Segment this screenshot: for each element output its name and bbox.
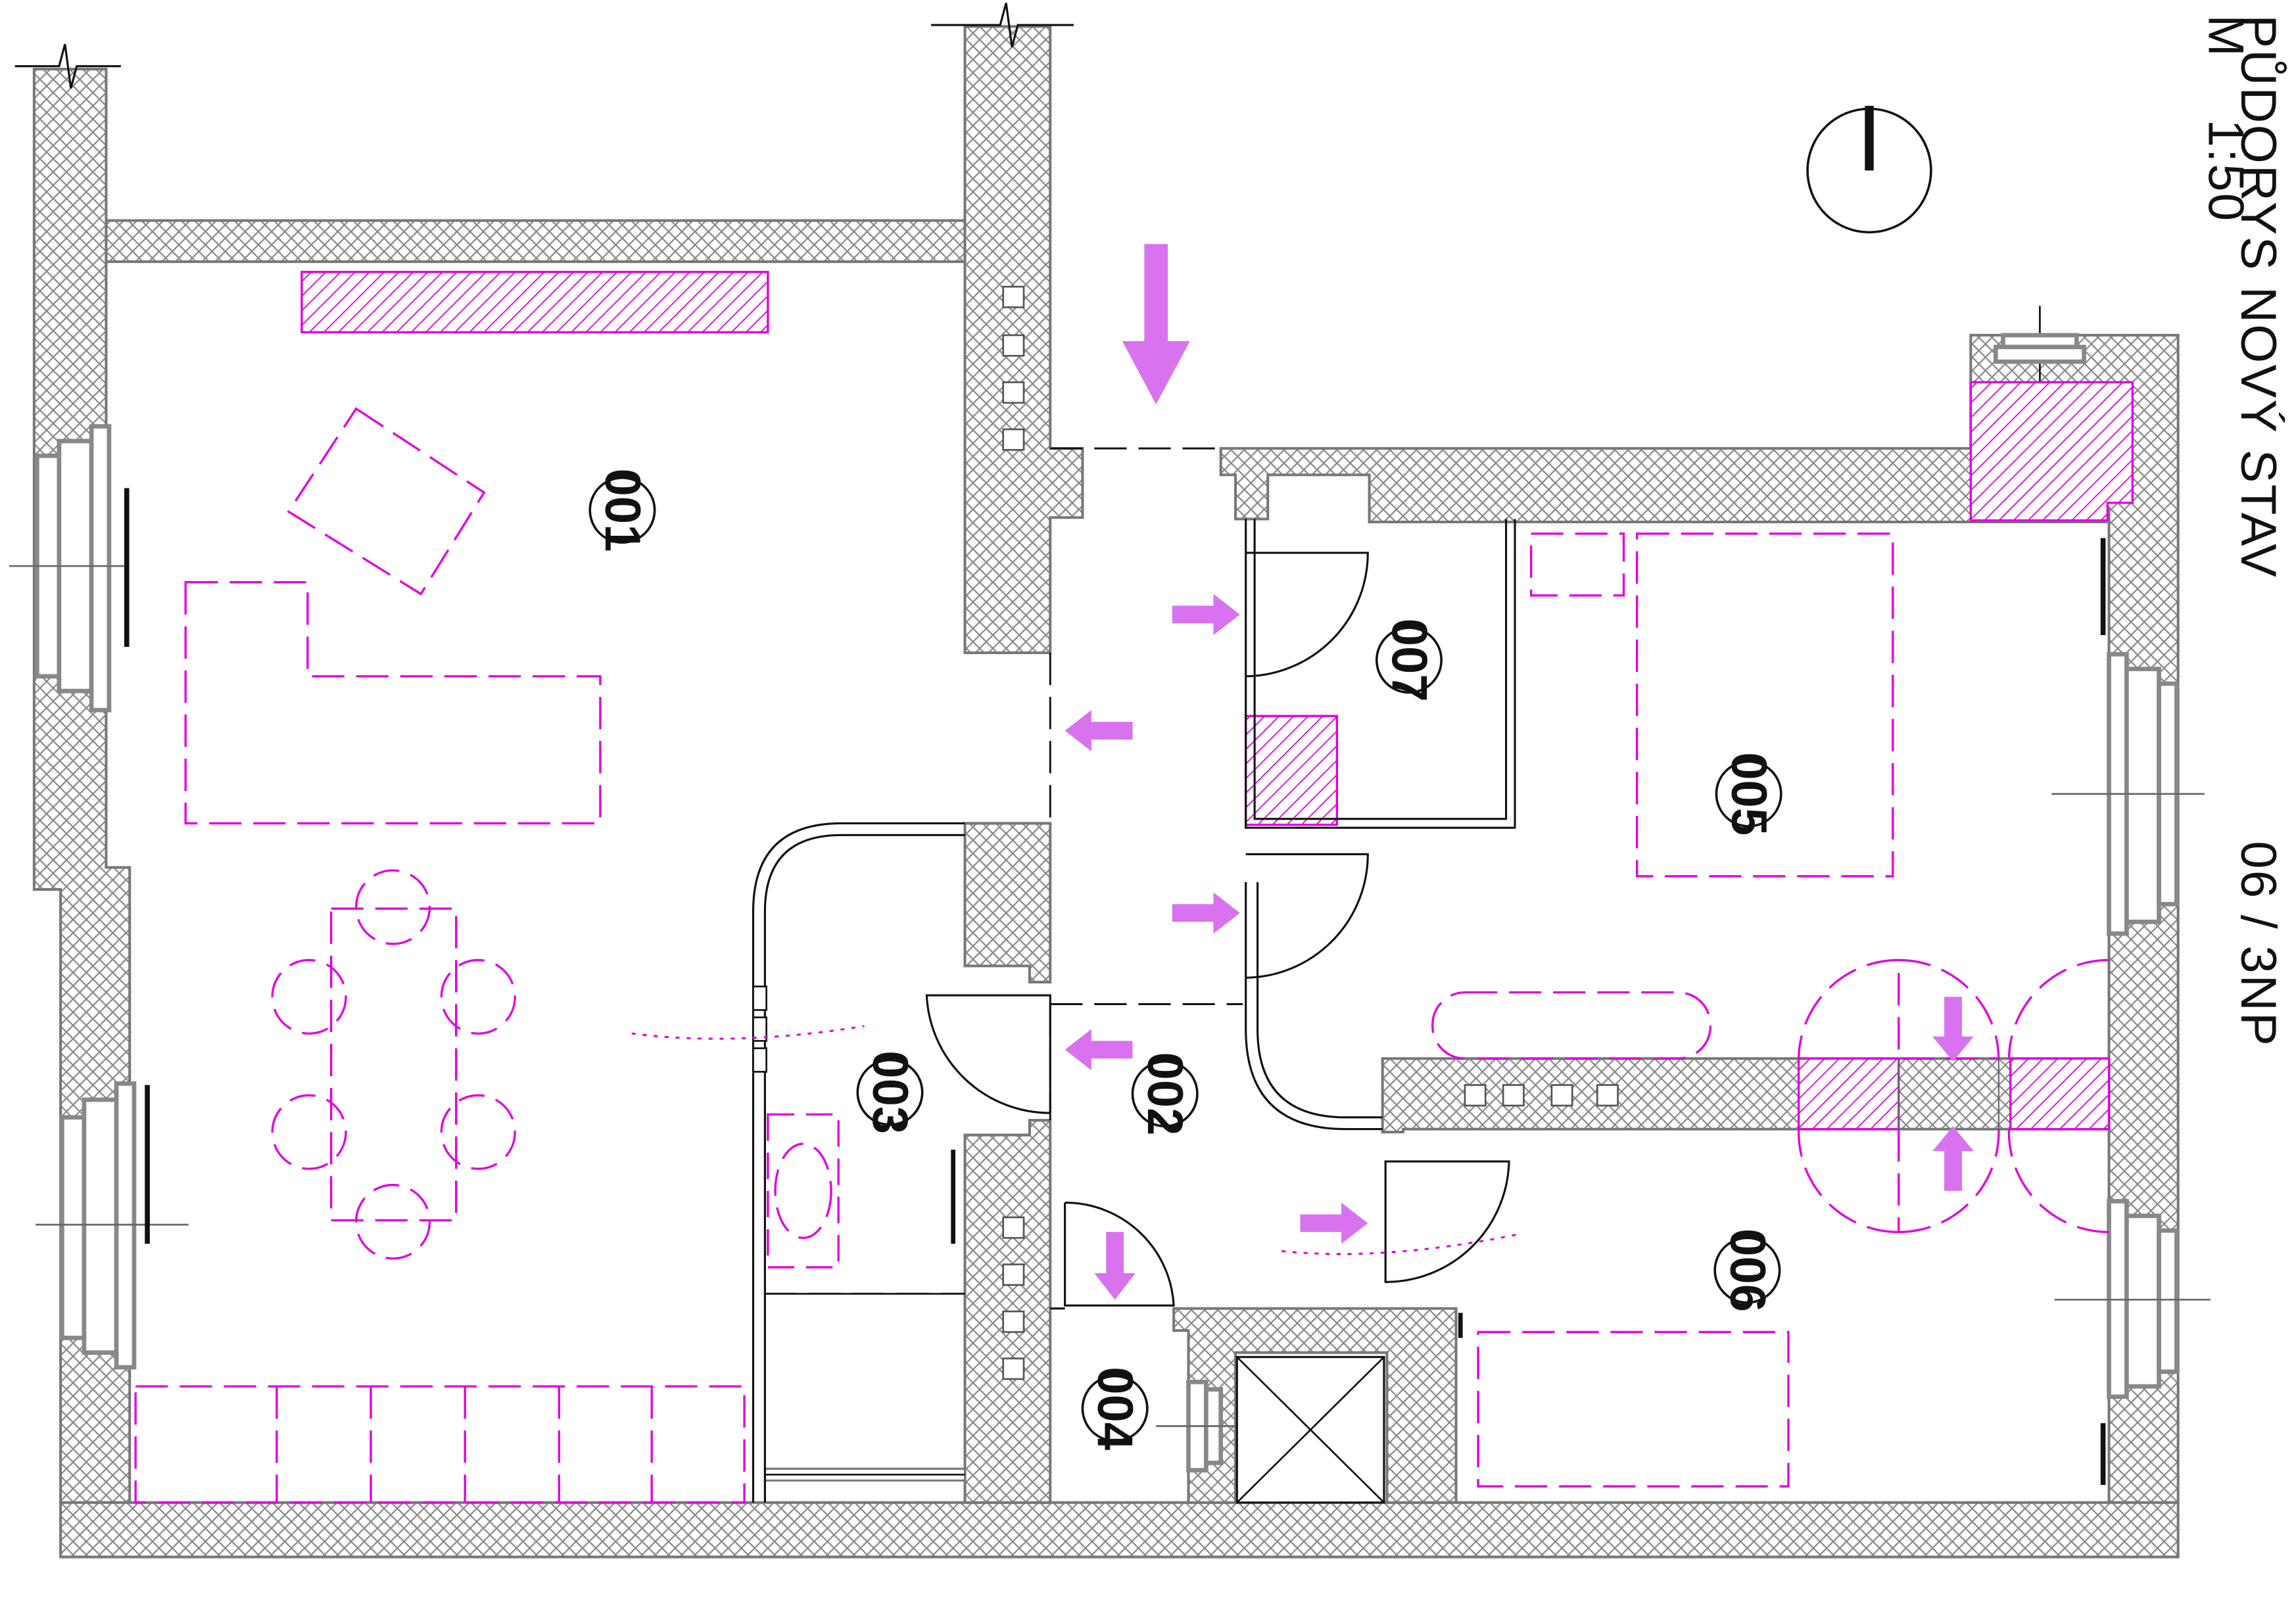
svg-text:001: 001: [594, 469, 650, 552]
flow-arrow-icon: [1064, 710, 1133, 751]
flow-arrows: [1064, 244, 1974, 1300]
flow-arrow-icon: [1300, 1202, 1368, 1244]
partitions: [752, 447, 1516, 1503]
flow-arrow-icon: [1064, 1029, 1133, 1071]
flow-arrow-icon: [1094, 1232, 1136, 1300]
sheet-number: 06 / 3NP: [2230, 841, 2286, 1047]
svg-text:002: 002: [1137, 1052, 1193, 1136]
flow-arrow-icon: [1932, 997, 1974, 1062]
svg-text:003: 003: [862, 1050, 918, 1134]
title-block: PŮDORYS NOVÝ STAV M 1:50 06 / 3NP: [2198, 14, 2287, 1047]
svg-text:004: 004: [1087, 1367, 1143, 1450]
hatched-elements: [300, 271, 2134, 1131]
furniture: [134, 407, 2109, 1504]
entry-arrow-icon: [1122, 244, 1190, 405]
drawing-title: PŮDORYS NOVÝ STAV: [2230, 14, 2287, 578]
room-label-005: 005: [1715, 752, 1782, 836]
flow-arrow-icon: [1172, 594, 1240, 636]
room-label-002: 002: [1131, 1052, 1199, 1136]
flow-arrow-icon: [1932, 1126, 1974, 1191]
ventilation-ducts: [1002, 285, 1619, 1380]
svg-text:005: 005: [1721, 752, 1777, 836]
room-label-003: 003: [856, 1050, 924, 1134]
north-arrow-icon: [1806, 106, 1932, 234]
door-swings: [925, 552, 1510, 1338]
room-labels: 001 002 003 004 005 006 007: [588, 469, 1782, 1450]
room-label-006: 006: [1713, 1229, 1781, 1312]
elevator-shaft-icon: [1235, 1356, 1385, 1504]
flow-arrow-icon: [1172, 892, 1240, 934]
room-label-001: 001: [588, 469, 656, 552]
room-label-004: 004: [1081, 1367, 1149, 1450]
svg-text:006: 006: [1719, 1229, 1775, 1312]
drawing-scale: M 1:50: [2198, 14, 2254, 222]
svg-text:007: 007: [1381, 619, 1437, 702]
room-label-007: 007: [1375, 619, 1443, 702]
outer-walls: [32, 25, 2180, 1559]
windows: [9, 333, 2211, 1485]
